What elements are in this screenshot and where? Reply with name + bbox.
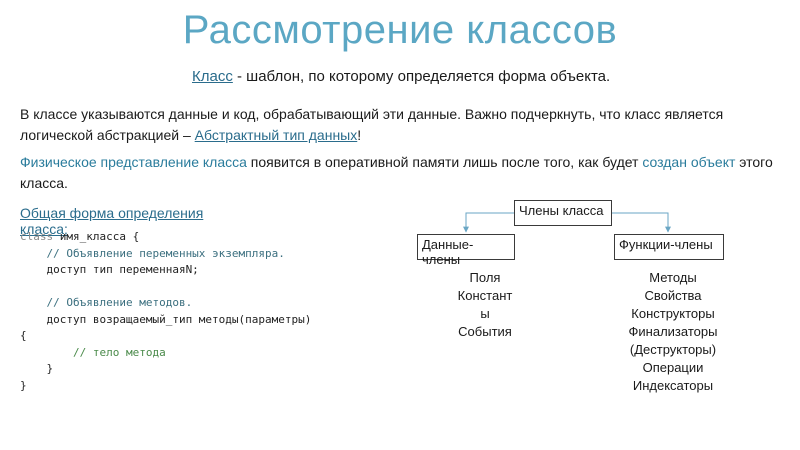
list-item: Индексаторы: [632, 378, 714, 393]
connector-right: [612, 212, 671, 233]
paragraph-abstraction-end: !: [357, 127, 362, 143]
code-line: доступ тип переменнаяN;: [20, 263, 199, 276]
code-keyword-class: class: [20, 230, 60, 243]
paragraph-physical-end: этого класса.: [20, 154, 773, 191]
paragraph-physical: Физическое представление класса появится…: [20, 152, 790, 194]
list-item: (Деструкторы): [629, 342, 717, 357]
class-members-box: Члены класса: [514, 200, 612, 226]
code-line: class имя_класса {: [20, 229, 311, 246]
physical-representation-term: Физическое представление класса: [20, 154, 247, 170]
code-line: }: [20, 362, 54, 375]
list-item: Методы: [649, 270, 697, 285]
list-item: События: [458, 324, 512, 339]
paragraph-physical-text: появится в оперативной памяти лишь после…: [246, 154, 643, 170]
code-line: }: [20, 378, 27, 392]
list-item: Поля: [469, 270, 501, 285]
code-line: // Объявление переменных экземпляра.: [20, 246, 285, 260]
list-item: Финализаторы: [628, 324, 718, 339]
code-line: // Объявление методов.: [20, 296, 193, 309]
general-form-heading: Общая форма определения класса:: [20, 205, 204, 237]
slide-title: Рассмотрение классов: [182, 8, 618, 52]
data-members-box: Данные-члены: [417, 234, 515, 267]
code-block: class имя_класса { // Объявление перемен…: [20, 229, 311, 394]
paragraph-abstraction: В классе указываются данные и код, обраб…: [20, 104, 790, 146]
list-item: Свойства: [644, 288, 702, 303]
list-item: Констант: [457, 288, 513, 303]
code-line: {: [20, 329, 27, 342]
function-members-list: Методы Свойства Конструкторы Финализатор…: [598, 269, 748, 395]
class-definition-text: - шаблон, по которому определяется форма…: [232, 68, 611, 85]
object-created-term: создан объект: [642, 154, 736, 170]
code-class-name: имя_класса {: [59, 230, 140, 243]
abstract-data-type-link: Абстрактный тип данных: [194, 127, 358, 143]
function-members-box: Функции-члены: [614, 234, 724, 260]
class-term: Класс: [192, 68, 233, 85]
paragraph-abstraction-text: В классе указываются данные и код, обраб…: [20, 106, 724, 143]
code-line: // тело метода: [20, 345, 166, 359]
code-line: доступ возращаемый_тип методы(параметры): [20, 312, 312, 326]
list-item: Операции: [642, 360, 704, 375]
list-item: ы: [480, 306, 490, 321]
connector-left: [463, 212, 514, 233]
list-item: Конструкторы: [631, 306, 715, 321]
class-definition: Класс - шаблон, по которому определяется…: [192, 68, 612, 86]
data-members-list: Поля Констант ы События: [430, 269, 540, 341]
